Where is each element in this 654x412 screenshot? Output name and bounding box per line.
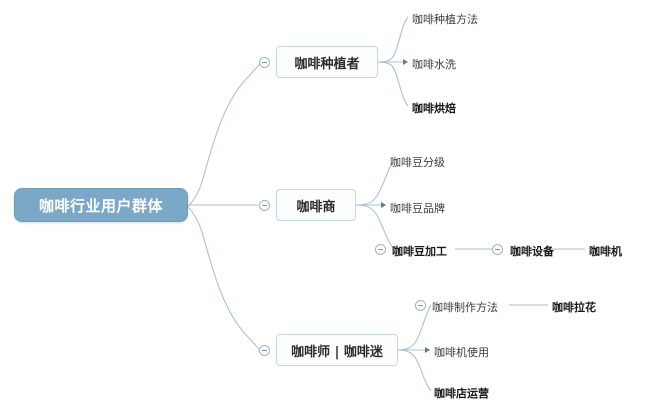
leaf-coffee-equipment[interactable]: 咖啡设备 [510, 245, 554, 258]
minus-circle-icon-merchant[interactable] [259, 200, 270, 211]
leaf-coffee-machine[interactable]: 咖啡机 [589, 245, 622, 258]
arrow-barista [425, 347, 430, 353]
wire-root-to-grower [187, 61, 263, 207]
minus-circle-icon-grower[interactable] [259, 57, 270, 68]
leaf-grower-roasting[interactable]: 咖啡烘焙 [412, 102, 456, 115]
wire-root-to-barista [187, 206, 263, 353]
wire-grower-child-3 [377, 61, 409, 107]
arrow-grower [403, 59, 408, 65]
minus-circle-icon-barista[interactable] [259, 345, 270, 356]
branch-node-merchant-label: 咖啡商 [296, 199, 336, 215]
branch-node-grower[interactable]: 咖啡种植者 [276, 46, 378, 78]
wire-barista-child-1 [397, 304, 432, 351]
wire-merchant-child-3 [355, 204, 395, 250]
leaf-grower-planting-method[interactable]: 咖啡种植方法 [412, 13, 478, 26]
branch-node-barista-label: 咖啡师 | 咖啡迷 [291, 344, 383, 360]
leaf-merchant-bean-grading[interactable]: 咖啡豆分级 [390, 156, 445, 169]
leaf-latte-art[interactable]: 咖啡拉花 [552, 301, 596, 314]
root-node-label: 咖啡行业用户群体 [38, 196, 163, 215]
minus-circle-icon-brewing-method[interactable] [415, 300, 426, 311]
wire-barista-child-3 [397, 349, 432, 392]
branch-node-grower-label: 咖啡种植者 [294, 56, 360, 72]
leaf-merchant-bean-brand[interactable]: 咖啡豆品牌 [390, 202, 445, 215]
arrow-merchant [381, 202, 386, 208]
leaf-grower-washing[interactable]: 咖啡水洗 [412, 58, 456, 71]
wire-merchant-child-1 [355, 159, 395, 206]
branch-node-merchant[interactable]: 咖啡商 [276, 189, 356, 221]
minus-circle-icon-bean-processing[interactable] [375, 244, 386, 255]
wire-grower-child-1 [377, 16, 409, 63]
root-node[interactable]: 咖啡行业用户群体 [14, 188, 188, 222]
leaf-barista-shop-operation[interactable]: 咖啡店运营 [434, 387, 489, 400]
minus-circle-icon-coffee-equipment[interactable] [492, 244, 503, 255]
leaf-barista-machine-usage[interactable]: 咖啡机使用 [434, 346, 489, 359]
branch-node-barista[interactable]: 咖啡师 | 咖啡迷 [276, 334, 398, 366]
leaf-barista-brewing-method[interactable]: 咖啡制作方法 [432, 301, 498, 314]
leaf-merchant-bean-processing[interactable]: 咖啡豆加工 [392, 245, 447, 258]
